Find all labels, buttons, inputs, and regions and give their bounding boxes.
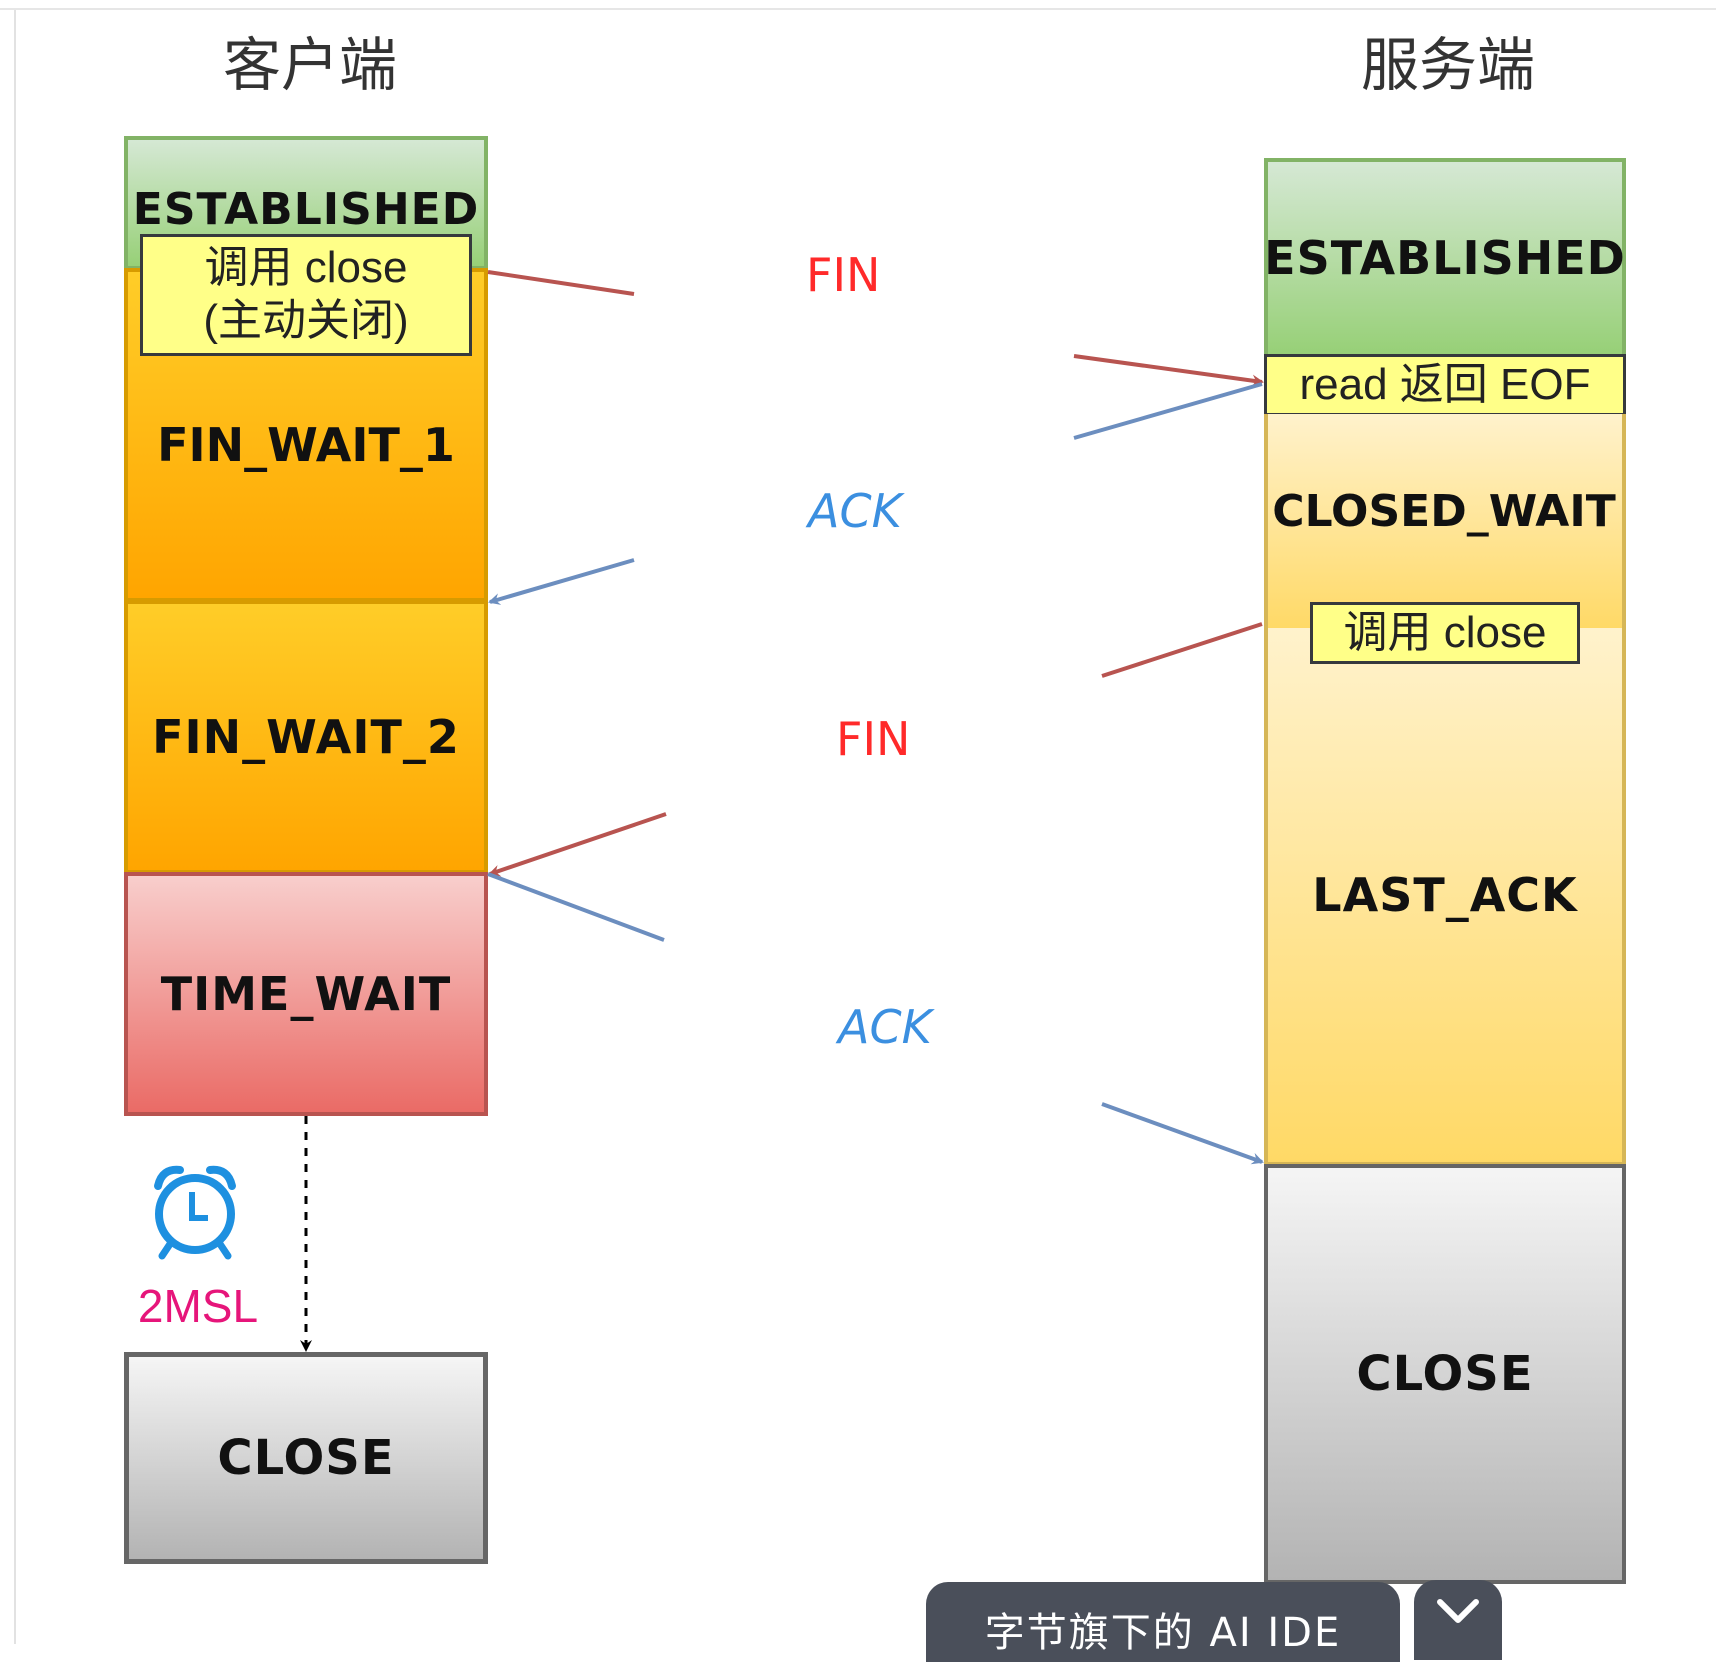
client-fin-wait-1-label: FIN_WAIT_1 [157, 418, 455, 472]
server-closed-wait-label: CLOSED_WAIT [1272, 485, 1616, 537]
client-close-label: CLOSE [217, 1430, 395, 1486]
fin-1-arrow-start [487, 270, 635, 296]
timer-label: 2MSL [137, 1280, 259, 1332]
ack-2-arrow-end [1101, 1102, 1264, 1165]
server-close-label: CLOSE [1356, 1346, 1534, 1402]
ack-1-arrow-start [1073, 382, 1263, 440]
ack-1-label: ACK [808, 484, 902, 538]
server-last-ack-state: LAST_ACK [1264, 628, 1626, 1166]
ack-2-label: ACK [838, 1000, 932, 1054]
server-close-note: 调用 close [1310, 602, 1580, 664]
alarm-clock-icon [154, 1165, 236, 1260]
server-header: 服务端 [1360, 31, 1535, 99]
client-close-state: CLOSE [124, 1352, 488, 1564]
server-established-state: ESTABLISHED [1264, 158, 1626, 358]
collapse-toggle-button[interactable] [1414, 1580, 1502, 1660]
server-closed-wait-state [1264, 414, 1626, 630]
server-last-ack-label: LAST_ACK [1312, 868, 1578, 922]
ack-1-arrow-end [488, 558, 635, 605]
top-border [0, 0, 1716, 10]
client-close-note-line2: (主动关闭) [203, 296, 409, 345]
chevron-down-icon [1437, 1599, 1479, 1623]
fin-1-arrow-end [1073, 354, 1264, 387]
fin-2-arrow-end [488, 812, 667, 877]
client-established-label: ESTABLISHED [132, 184, 480, 235]
promo-banner-label: 字节旗下的 AI IDE [984, 1610, 1342, 1656]
promo-banner-button[interactable]: 字节旗下的 AI IDE [926, 1582, 1400, 1662]
client-time-wait-label: TIME_WAIT [160, 967, 452, 1021]
ack-2-arrow-start [487, 872, 665, 942]
server-established-label: ESTABLISHED [1264, 231, 1626, 285]
client-close-note: 调用 close (主动关闭) [140, 234, 472, 356]
left-border [14, 10, 16, 1644]
client-time-wait-state: TIME_WAIT [124, 872, 488, 1116]
client-header: 客户端 [222, 31, 397, 99]
client-close-note-line1: 调用 close [204, 243, 408, 293]
fin-1-label: FIN [806, 248, 881, 302]
fin-2-arrow-start [1101, 622, 1263, 678]
client-fin-wait-2-state: FIN_WAIT_2 [124, 600, 488, 874]
client-fin-wait-2-label: FIN_WAIT_2 [152, 710, 460, 764]
fin-2-label: FIN [836, 712, 911, 766]
